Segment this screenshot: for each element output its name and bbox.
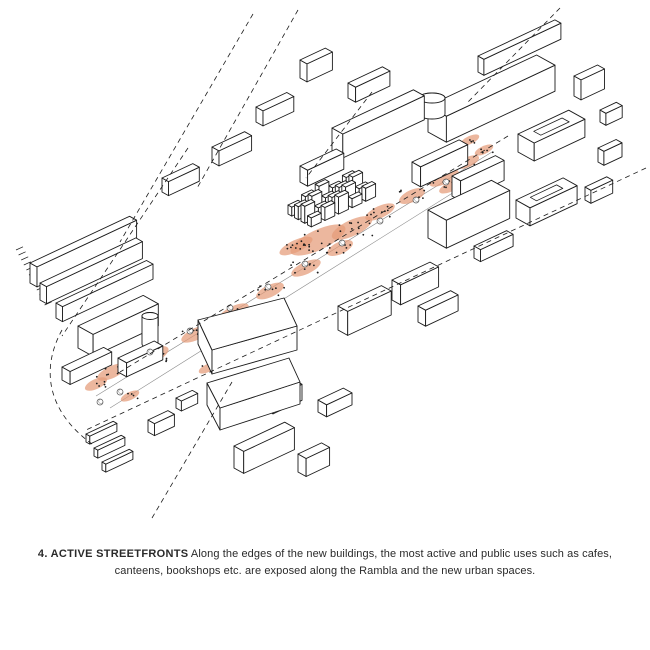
diagram-wrap: [15, 7, 647, 519]
caption-body: Along the edges of the new buildings, th…: [114, 548, 613, 577]
site-axonometric-diagram: [15, 7, 647, 519]
caption-title: 4. ACTIVE STREETFRONTS: [37, 548, 189, 560]
figure-caption: 4. ACTIVE STREETFRONTS Along the edges o…: [33, 546, 617, 579]
